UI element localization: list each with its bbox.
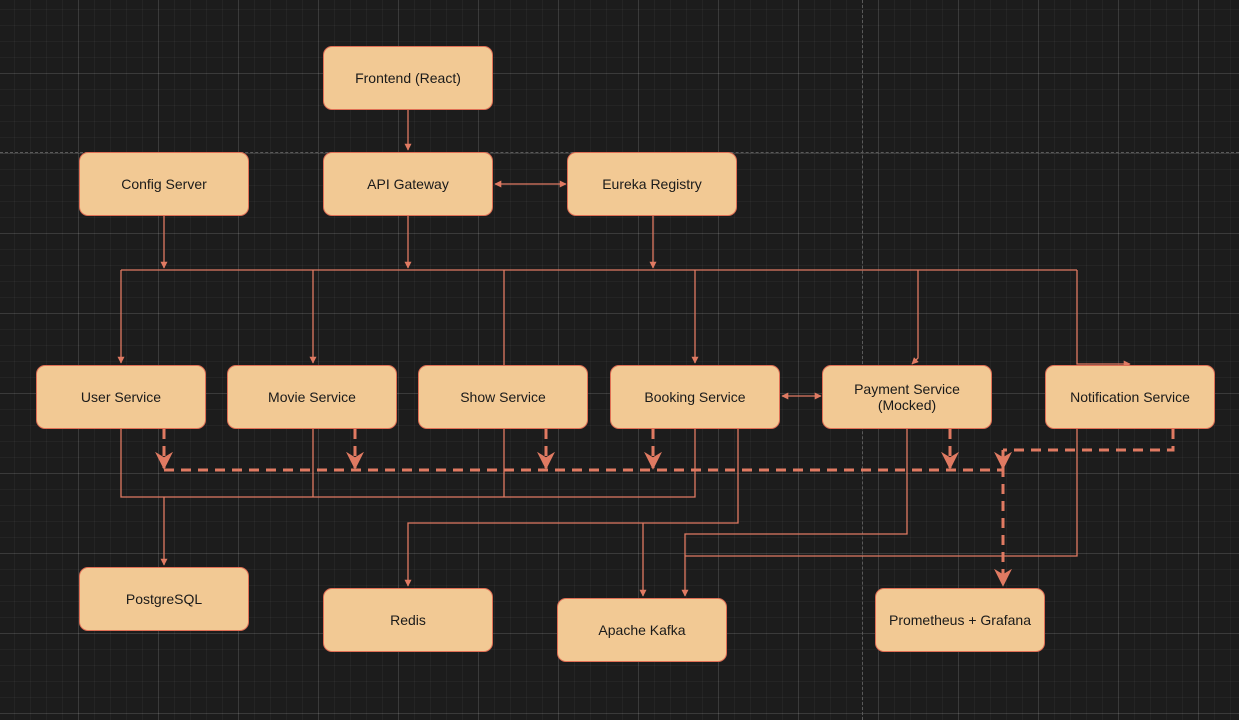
redis-node[interactable]: Redis bbox=[323, 588, 493, 652]
api-gateway-node[interactable]: API Gateway bbox=[323, 152, 493, 216]
edge-bus-to-payment bbox=[911, 270, 919, 365]
postgresql-node[interactable]: PostgreSQL bbox=[79, 567, 249, 631]
page-break-vertical bbox=[862, 0, 863, 720]
edge-payment-to-kafka bbox=[681, 429, 908, 597]
booking-service-node[interactable]: Booking Service bbox=[610, 365, 780, 429]
config-server-node[interactable]: Config Server bbox=[79, 152, 249, 216]
apache-kafka-node[interactable]: Apache Kafka bbox=[557, 598, 727, 662]
edge-notification-to-kafka bbox=[685, 429, 1078, 557]
payment-service-node[interactable]: Payment Service (Mocked) bbox=[822, 365, 992, 429]
notification-service-node[interactable]: Notification Service bbox=[1045, 365, 1215, 429]
metrics-from-notification bbox=[1003, 429, 1175, 452]
eureka-registry-node[interactable]: Eureka Registry bbox=[567, 152, 737, 216]
show-service-node[interactable]: Show Service bbox=[418, 365, 588, 429]
edge-bus-to-notification bbox=[1076, 270, 1131, 368]
movie-service-node[interactable]: Movie Service bbox=[227, 365, 397, 429]
frontend-node[interactable]: Frontend (React) bbox=[323, 46, 493, 110]
edge-booking-to-redis bbox=[404, 429, 739, 587]
prometheus-grafana-node[interactable]: Prometheus + Grafana bbox=[875, 588, 1045, 652]
user-service-node[interactable]: User Service bbox=[36, 365, 206, 429]
edge-services-to-postgres bbox=[120, 429, 696, 565]
